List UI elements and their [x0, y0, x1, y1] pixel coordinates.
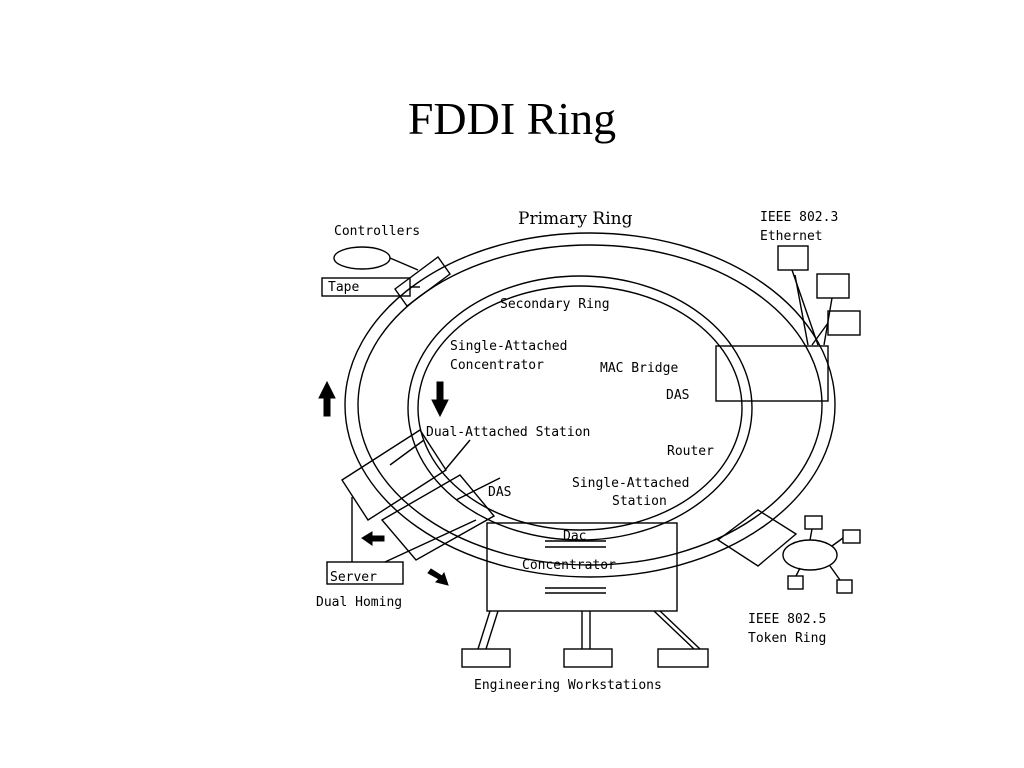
single-attached-concentrator-label-1: Single-Attached — [450, 339, 567, 354]
das-bridge-label: DAS — [666, 388, 689, 403]
workstation-1 — [461, 648, 511, 668]
token-ring-node-1 — [804, 515, 823, 530]
page-title: FDDI Ring — [407, 93, 617, 144]
controllers-label: Controllers — [334, 224, 420, 239]
token-ring-link-4 — [795, 567, 801, 577]
token-ring-link-2 — [831, 537, 844, 547]
ethernet-node-3 — [827, 310, 861, 336]
workstation-link-3b — [659, 610, 701, 650]
dual-attached-station-box — [341, 429, 447, 521]
tape-label: Tape — [328, 280, 359, 295]
ieee-8023-label-2: Ethernet — [760, 229, 823, 244]
ring-station-top-left — [394, 256, 451, 307]
server-link-2 — [384, 519, 477, 563]
concentrator-label-2: Concentrator — [522, 558, 616, 573]
primary-ring-outer — [344, 232, 836, 578]
single-attached-station-label-2: Station — [612, 494, 667, 509]
ethernet-node-2 — [816, 273, 850, 299]
workstation-3 — [657, 648, 709, 668]
arrow-down-icon — [431, 381, 449, 418]
ethernet-node-1 — [777, 245, 809, 271]
das-left-label: DAS — [488, 485, 511, 500]
das-left-link — [455, 477, 501, 501]
arrow-diag-icon — [427, 568, 449, 586]
token-ring-node-4 — [787, 575, 804, 590]
workstation-link-1a — [477, 610, 491, 650]
das-label-link — [389, 439, 425, 466]
mac-bridge-label: MAC Bridge — [600, 361, 678, 376]
dual-attached-station-label: Dual-Attached Station — [426, 425, 590, 440]
workstation-2 — [563, 648, 613, 668]
token-ring-link-1 — [809, 528, 813, 541]
das-station-link — [444, 439, 471, 471]
ieee-8025-label-2: Token Ring — [748, 631, 826, 646]
dual-homing-label: Dual Homing — [316, 595, 402, 610]
arrow-left-icon — [361, 531, 385, 546]
token-ring-station — [716, 509, 798, 567]
secondary-ring-inner — [417, 285, 743, 531]
primary-ring-inner — [357, 244, 823, 566]
server-label: Server — [330, 570, 377, 585]
workstation-link-3a — [653, 610, 695, 650]
engineering-workstations-label: Engineering Workstations — [474, 678, 662, 693]
secondary-ring-outer — [407, 275, 753, 541]
token-ring-node-3 — [836, 579, 853, 594]
token-ring-hub — [782, 539, 838, 571]
controller-node — [333, 246, 391, 270]
token-ring-node-2 — [842, 529, 861, 544]
ethernet-link-3 — [811, 322, 829, 346]
ethernet-link-4 — [794, 274, 809, 346]
concentrator-label-1: Dac — [563, 529, 586, 544]
primary-ring-label: Primary Ring — [518, 209, 633, 229]
secondary-ring-label: Secondary Ring — [500, 297, 610, 312]
workstation-link-1b — [485, 610, 499, 650]
controller-link — [389, 257, 419, 271]
ethernet-link-2 — [823, 297, 833, 346]
server-box — [326, 561, 404, 585]
das-left-box — [380, 474, 496, 561]
single-attached-station-label-1: Single-Attached — [572, 476, 689, 491]
token-ring-link-3 — [829, 565, 841, 581]
router-label: Router — [667, 444, 714, 459]
ieee-8023-label-1: IEEE 802.3 — [760, 210, 838, 225]
arrow-up-icon — [318, 380, 336, 417]
mac-bridge-box — [715, 345, 829, 402]
single-attached-concentrator-label-2: Concentrator — [450, 358, 544, 373]
ieee-8025-label-1: IEEE 802.5 — [748, 612, 826, 627]
